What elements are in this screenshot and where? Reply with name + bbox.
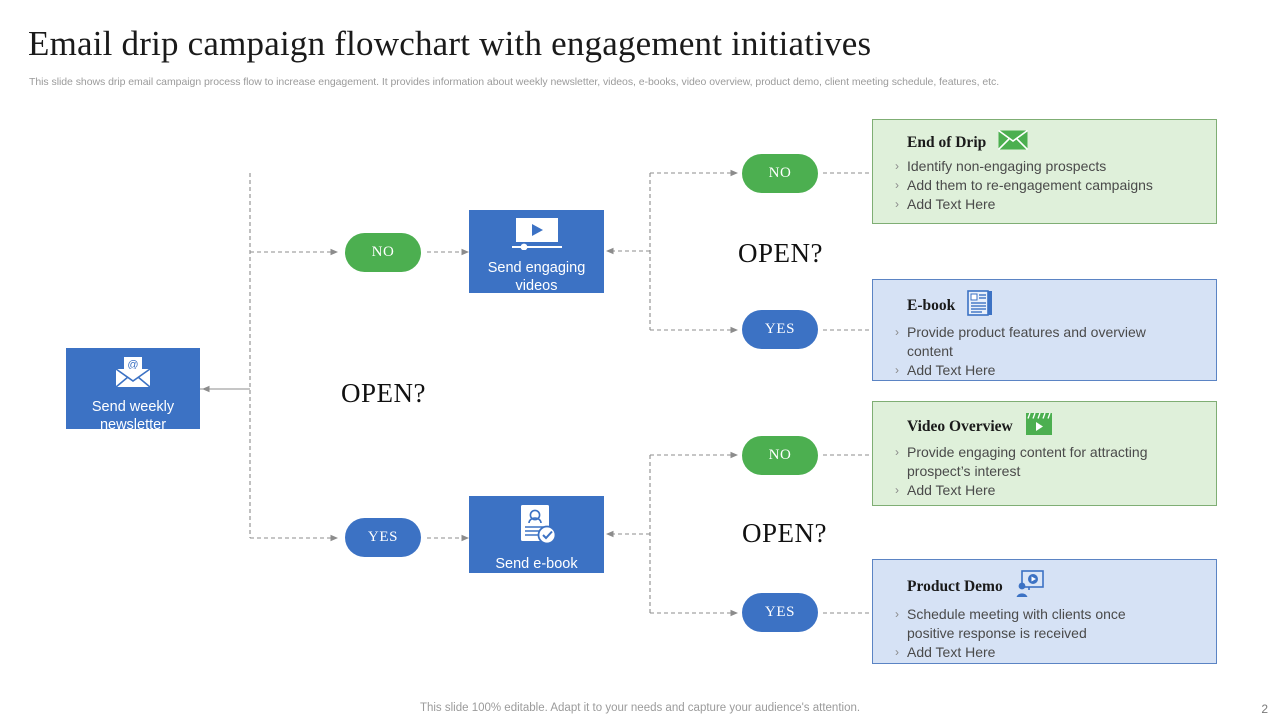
process-box-label: Send weekly newsletter: [66, 398, 200, 434]
list-item: › Provide engaging content for attractin…: [895, 443, 1202, 481]
process-box-send-engaging-videos[interactable]: Send engaging videos: [469, 210, 604, 295]
list-item: › Identify non-engaging prospects: [895, 157, 1202, 176]
chevron-right-icon: ›: [895, 483, 899, 497]
page-title: Email drip campaign flowchart with engag…: [28, 24, 872, 63]
chevron-right-icon: ›: [895, 607, 899, 621]
pill-label: YES: [367, 529, 399, 545]
card-title: Video Overview: [907, 417, 1013, 435]
decision-pill-yes-bottom-right[interactable]: YES: [742, 593, 818, 632]
envelope-icon: [998, 129, 1029, 155]
bullet-text: Add Text Here: [907, 644, 996, 660]
chevron-right-icon: ›: [895, 197, 899, 211]
decision-pill-no-bottom-right[interactable]: NO: [742, 436, 818, 475]
bullet-text: Provide engaging content for attracting …: [907, 444, 1148, 479]
card-header: End of Drip: [895, 129, 1202, 155]
label-line-1: Send e-book: [495, 556, 578, 572]
document-person-check-icon: [511, 504, 563, 551]
decision-pill-no-left[interactable]: NO: [345, 233, 421, 272]
card-bullet-list: › Identify non-engaging prospects › Add …: [895, 157, 1202, 214]
card-bullet-list: › Schedule meeting with clients once pos…: [895, 605, 1202, 662]
decision-pill-no-top-right[interactable]: NO: [742, 154, 818, 193]
process-box-send-e-book[interactable]: Send e-book: [469, 496, 604, 573]
decision-label-open-left: OPEN?: [341, 378, 426, 408]
chevron-right-icon: ›: [895, 363, 899, 377]
bullet-text: Add Text Here: [907, 362, 996, 378]
video-player-icon: [507, 218, 567, 255]
info-card-product-demo[interactable]: Product Demo › Schedule meeting with cli…: [872, 559, 1217, 664]
label-line-1: Send weekly: [91, 399, 175, 415]
label-line-2: videos: [515, 278, 558, 294]
label-line-1: Send engaging: [487, 260, 586, 276]
card-title: Product Demo: [907, 577, 1003, 595]
bullet-text: Add Text Here: [907, 196, 996, 212]
svg-text:@: @: [127, 359, 138, 371]
process-box-send-weekly-newsletter[interactable]: @ Send weekly newsletter: [66, 348, 200, 433]
card-header: Video Overview: [895, 412, 1202, 441]
bullet-text: Add them to re-engagement campaigns: [907, 177, 1153, 193]
chevron-right-icon: ›: [895, 445, 899, 459]
card-header: E-book: [895, 290, 1202, 321]
list-item: › Add Text Here: [895, 481, 1202, 500]
chevron-right-icon: ›: [895, 645, 899, 659]
card-title: End of Drip: [907, 133, 987, 151]
page-subtitle: This slide shows drip email campaign pro…: [29, 76, 1000, 88]
decision-label-open-top-right: OPEN?: [738, 238, 823, 268]
chevron-right-icon: ›: [895, 178, 899, 192]
info-card-end-of-drip[interactable]: End of Drip › Identify non-engaging pros…: [872, 119, 1217, 224]
process-box-label: Send e-book: [469, 555, 604, 573]
list-item: › Provide product features and overview …: [895, 323, 1202, 361]
bullet-text: Schedule meeting with clients once posit…: [907, 606, 1126, 641]
list-item: › Add Text Here: [895, 643, 1202, 662]
pill-label: NO: [371, 244, 395, 260]
book-icon: [967, 290, 993, 321]
pill-label: NO: [768, 447, 792, 463]
list-item: › Schedule meeting with clients once pos…: [895, 605, 1202, 643]
email-at-icon: @: [112, 356, 154, 394]
process-box-label: Send engaging videos: [469, 259, 604, 295]
info-card-video-overview[interactable]: Video Overview › Provide engaging conten…: [872, 401, 1217, 506]
decision-pill-yes-left[interactable]: YES: [345, 518, 421, 557]
label-line-2: newsletter: [99, 417, 167, 433]
card-bullet-list: › Provide engaging content for attractin…: [895, 443, 1202, 500]
clapperboard-icon: [1025, 412, 1053, 441]
presentation-icon: [1015, 570, 1045, 603]
footer-note: This slide 100% editable. Adapt it to yo…: [419, 702, 861, 714]
bullet-text: Provide product features and overview co…: [907, 324, 1146, 359]
list-item: › Add them to re-engagement campaigns: [895, 176, 1202, 195]
chevron-right-icon: ›: [895, 159, 899, 173]
info-card-e-book[interactable]: E-book › Provide product features and ov…: [872, 279, 1217, 381]
card-bullet-list: › Provide product features and overview …: [895, 323, 1202, 380]
bullet-text: Identify non-engaging prospects: [907, 158, 1107, 174]
card-header: Product Demo: [895, 570, 1202, 603]
pill-label: NO: [768, 165, 792, 181]
decision-pill-yes-top-right[interactable]: YES: [742, 310, 818, 349]
pill-label: YES: [764, 321, 796, 337]
page-number: 2: [1261, 702, 1268, 716]
chevron-right-icon: ›: [895, 325, 899, 339]
bullet-text: Add Text Here: [907, 482, 996, 498]
list-item: › Add Text Here: [895, 195, 1202, 214]
card-title: E-book: [907, 296, 956, 314]
pill-label: YES: [764, 604, 796, 620]
decision-label-open-bottom-right: OPEN?: [742, 518, 827, 548]
list-item: › Add Text Here: [895, 361, 1202, 380]
